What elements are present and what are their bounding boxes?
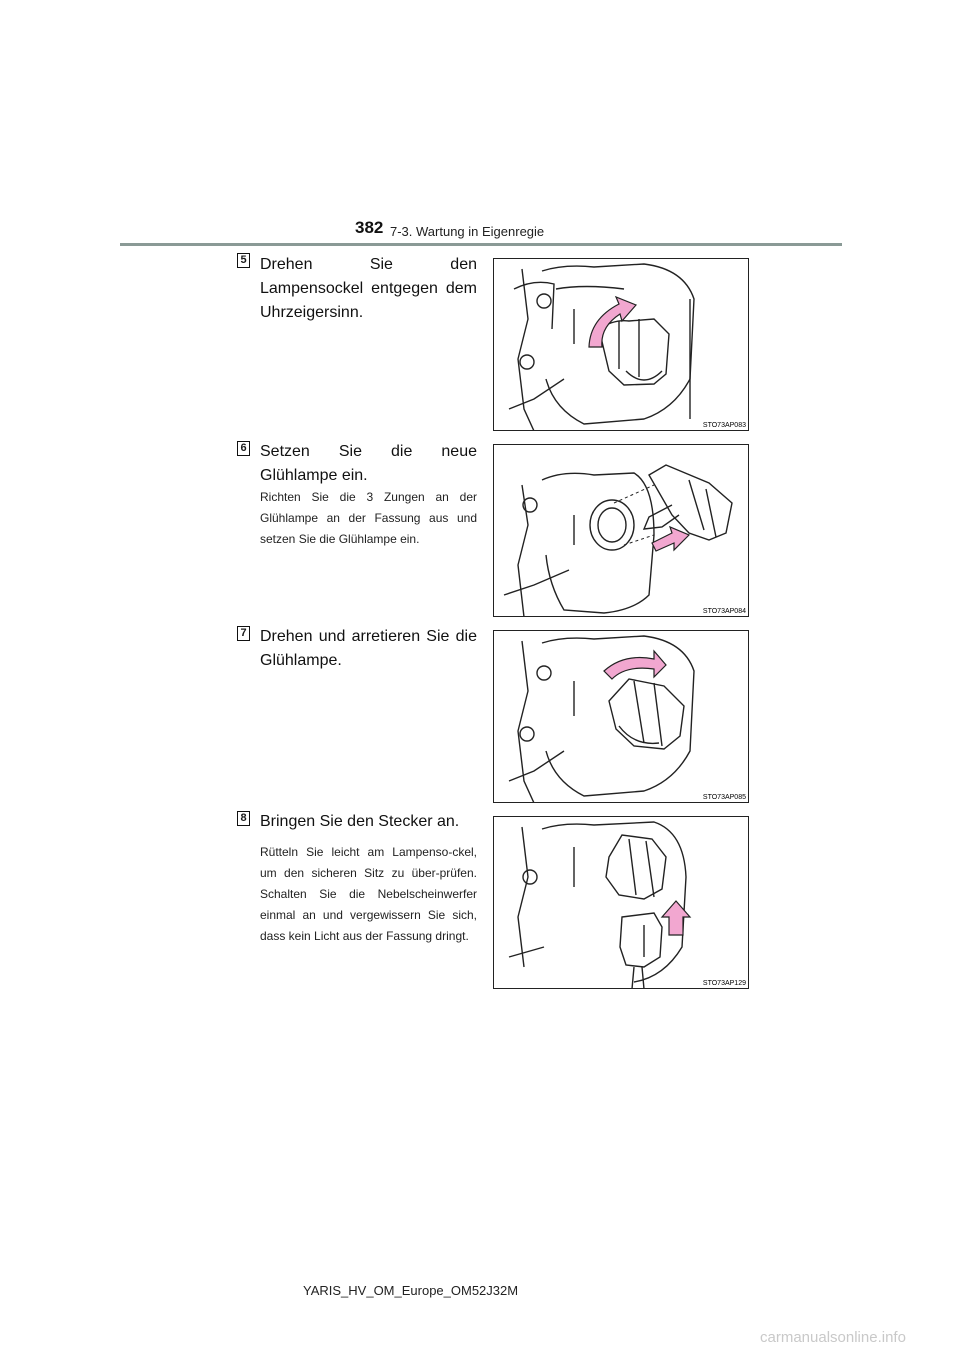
header-rule [120, 243, 842, 246]
page-number: 382 [355, 218, 384, 237]
step-badge: 8 [237, 811, 250, 826]
step-title: Drehen und arretieren Sie die Glühlampe. [260, 628, 477, 669]
fog-lamp-illustration: STO73AP084 [503, 464, 746, 616]
step-title: Bringen Sie den Stecker an. [260, 813, 460, 830]
fog-lamp-illustration: STO73AP085 [508, 635, 746, 802]
figure-rotate-socket: STO73AP083 [493, 258, 749, 431]
counterclockwise-arrow-icon [588, 295, 638, 348]
figure-attach-connector: STO73AP129 [493, 816, 749, 989]
step-note: Rütteln Sie leicht am Lampenso-ckel, um … [260, 845, 477, 943]
figure-code: STO73AP083 [703, 422, 746, 429]
section-title: 7-3. Wartung in Eigenregie [390, 224, 545, 239]
figure-code: STO73AP129 [703, 980, 746, 987]
fog-lamp-illustration: STO73AP083 [508, 263, 746, 430]
step-badge: 6 [237, 441, 250, 456]
figure-insert-bulb: STO73AP084 [493, 444, 749, 617]
clockwise-arrow-icon [603, 649, 667, 680]
watermark: carmanualsonline.info [760, 1329, 906, 1346]
insert-arrow-icon [651, 525, 691, 552]
fog-lamp-illustration: STO73AP129 [508, 821, 746, 988]
step-title: Drehen Sie den Lampensockel entgegen dem… [260, 256, 477, 321]
step-note: Richten Sie die 3 Zungen an der Glühlamp… [260, 490, 477, 546]
step-badge: 7 [237, 626, 250, 641]
figure-code: STO73AP084 [703, 608, 746, 615]
step-title: Setzen Sie die neue Glühlampe ein. [260, 443, 477, 484]
figure-lock-bulb: STO73AP085 [493, 630, 749, 803]
push-up-arrow-icon [660, 900, 692, 936]
step-badge: 5 [237, 253, 250, 268]
figure-code: STO73AP085 [703, 794, 746, 801]
document-code: YARIS_HV_OM_Europe_OM52J32M [303, 1283, 519, 1298]
